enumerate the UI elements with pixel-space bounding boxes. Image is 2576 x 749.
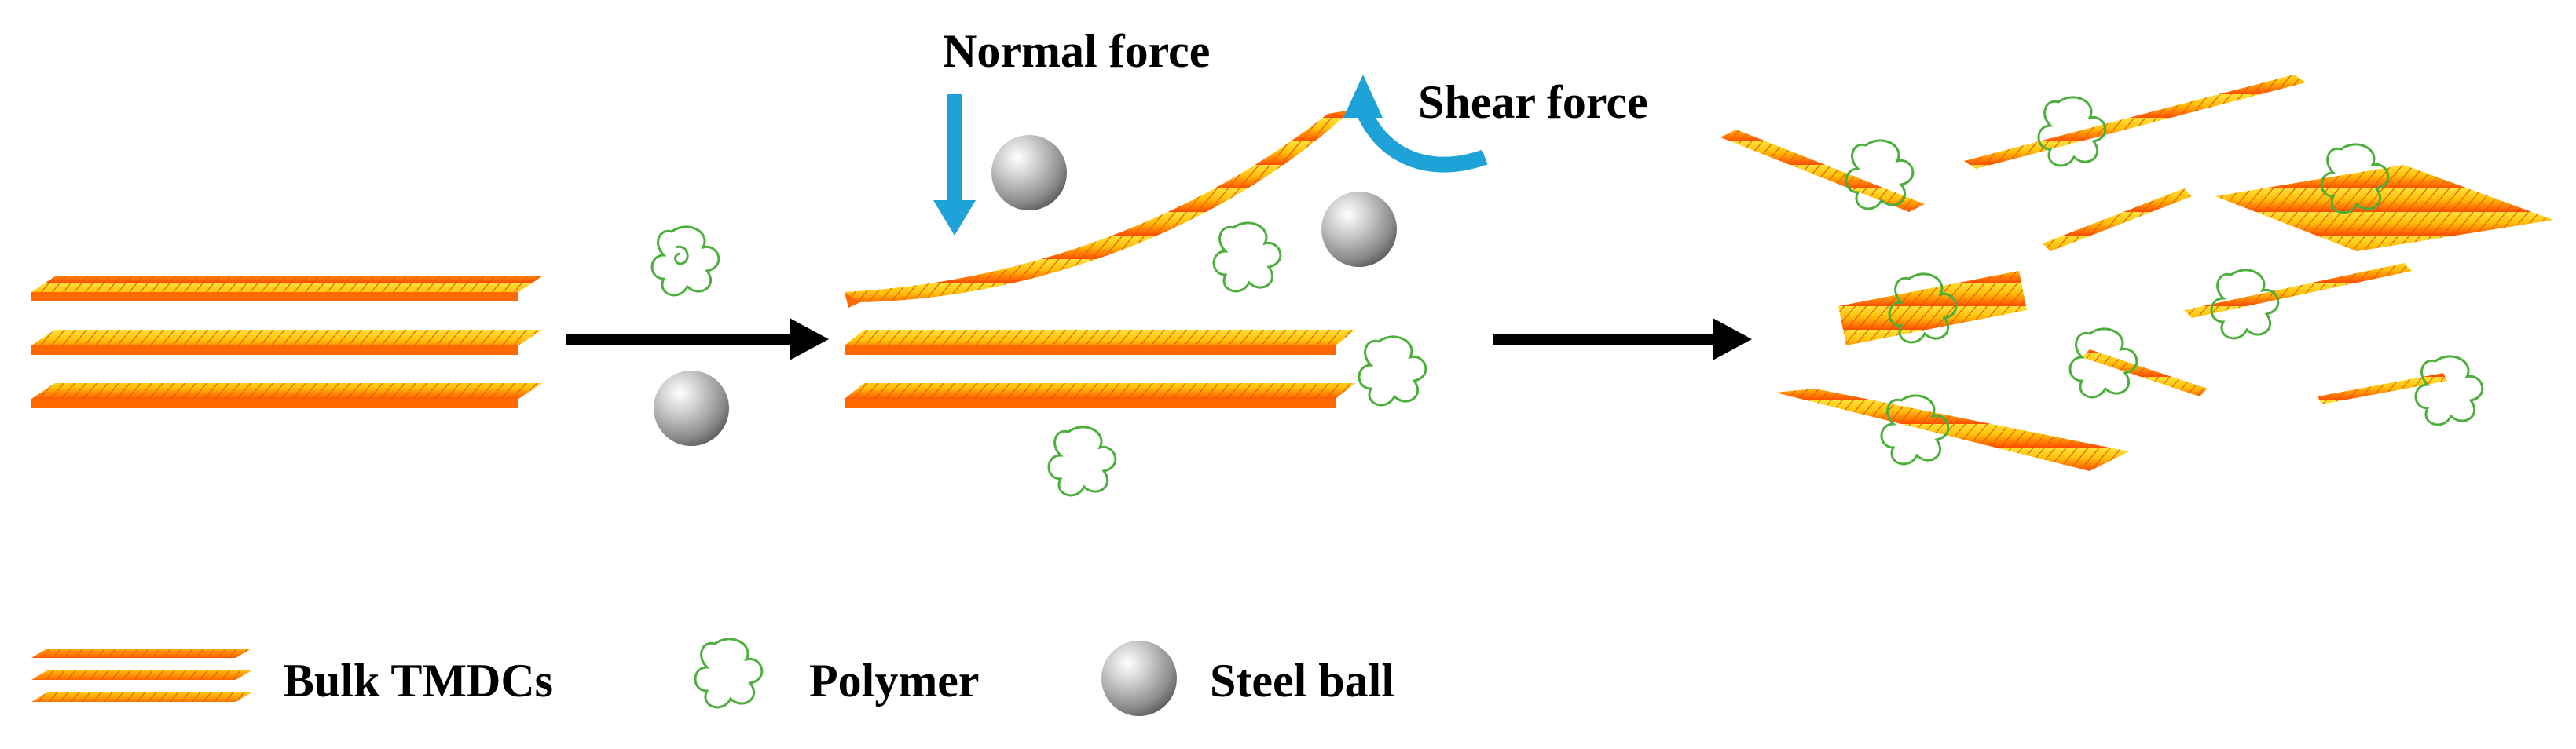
polymer-icon	[2414, 355, 2484, 426]
steel-ball-top	[991, 135, 1067, 210]
flake	[2082, 349, 2208, 396]
legend-polymer-label: Polymer	[809, 655, 980, 707]
shear-force-arrow	[1343, 75, 1488, 173]
flake	[1964, 75, 2306, 169]
layer-2	[31, 330, 542, 355]
middle-layer-2	[845, 383, 1355, 408]
polymer-icon	[1845, 139, 1915, 210]
polymer-icon	[1880, 394, 1950, 466]
legend: Bulk TMDCs Polymer Steel ball	[31, 638, 1394, 716]
polymer-icon	[2320, 143, 2390, 214]
exfoliated-flakes	[1720, 75, 2553, 471]
flake	[2184, 263, 2412, 318]
flake	[2318, 373, 2447, 404]
middle-layer-1	[845, 330, 1355, 355]
flake	[1720, 130, 1925, 212]
process-arrow-1	[566, 318, 829, 360]
flake	[1838, 271, 2027, 345]
legend-steel-ball-icon	[1101, 641, 1177, 716]
legend-steel-ball-label: Steel ball	[1210, 655, 1394, 707]
layer-3	[31, 383, 542, 408]
shear-stack	[845, 110, 1355, 408]
flake	[1775, 389, 2129, 471]
flake	[2043, 188, 2192, 251]
polymer-icon	[2210, 269, 2280, 340]
polymer-icon	[2037, 96, 2107, 167]
polymer-icon	[1888, 272, 1958, 344]
legend-bulk-label: Bulk TMDCs	[283, 655, 553, 707]
flake	[2215, 165, 2553, 251]
steel-ball	[654, 371, 729, 446]
polymer-icon	[1047, 426, 1117, 497]
steel-ball-right	[1321, 192, 1397, 267]
polymer-icon	[2068, 327, 2138, 399]
layer-1	[31, 276, 542, 301]
bulk-tmdc-stack	[31, 276, 542, 408]
legend-polymer-icon	[694, 638, 764, 709]
polymer-icon	[1212, 221, 1282, 293]
legend-bulk-icon	[31, 649, 251, 702]
shear-force-label: Shear force	[1418, 76, 1648, 128]
process-arrow-2	[1493, 318, 1752, 360]
polymer-icon	[650, 225, 720, 297]
normal-force-label: Normal force	[943, 25, 1210, 77]
peeled-layer	[845, 110, 1351, 308]
normal-force-arrow	[933, 94, 976, 236]
polymer-icon	[1358, 335, 1427, 407]
